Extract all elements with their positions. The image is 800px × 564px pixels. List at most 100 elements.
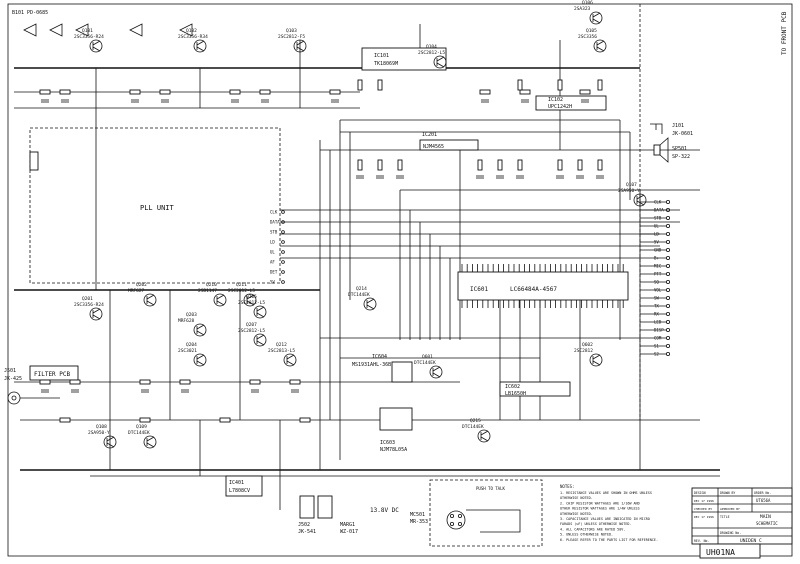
ic604-part: MS1931AHL-36B (352, 362, 391, 368)
transistor-part: 2SC3356-R34 (178, 34, 208, 40)
notes-line: 3. CAPACITANCE VALUES ARE INDICATED IN M… (560, 517, 650, 521)
transistor-part: 2SA323 (574, 6, 591, 12)
title-model: UT656A (756, 498, 771, 503)
j501-ref: J501 (4, 368, 16, 374)
j501-part: JK-425 (4, 376, 22, 382)
pll-pin-dot (281, 210, 285, 214)
bus-pin (666, 303, 671, 308)
title-line-1: MAIN (760, 514, 771, 520)
transistor-ref: Q215 (470, 418, 481, 424)
title-order-label: ORDER No. (754, 491, 771, 495)
ic601-ref: IC601 (470, 286, 488, 293)
ic601-part: LC66484A-4567 (510, 286, 557, 293)
passive-components (23, 23, 604, 423)
transistor-part: 2SA950-Y (618, 188, 640, 194)
ic601: IC601 LC66484A-4567 (457, 271, 629, 301)
title-approved-label: APPROVED BY (720, 507, 740, 511)
bus-pin (666, 287, 671, 292)
title-block: DESIGN DRAWN BY ORDER No. DEC 17 1996 UT… (691, 487, 793, 545)
transistor-part: 2SC3021 (178, 348, 197, 354)
ic401-ref: IC401 (229, 480, 244, 486)
transistor-ref: Q107 (626, 182, 637, 188)
j502-ref: J502 (298, 522, 310, 528)
notes-line: 6. PLEASE REFER TO THE PARTS LIST FOR RE… (560, 538, 658, 542)
pll-pin-label: DET (270, 270, 278, 275)
filter-pcb-block: FILTER PCB (29, 365, 79, 381)
bus-pin (666, 239, 671, 244)
bus-pin (666, 295, 671, 300)
to-front-pcb-label: TO FRONT PCB (781, 11, 788, 55)
transistor-part: MRF627 (128, 288, 145, 294)
ic603-ref: IC603 (380, 440, 395, 446)
title-designed-label: DESIGN (694, 491, 706, 495)
notes-line: 4. ALL CAPACITORS ARE RATED 50V. (560, 527, 625, 531)
transistor-ref: Q204 (186, 342, 197, 348)
title-date-2: DEC 17 1996 (694, 515, 714, 519)
transistor-ref: Q104 (426, 44, 437, 50)
ic603: IC603 NJM78L05A (379, 407, 413, 453)
handwritten-note: UH01NA (699, 543, 761, 559)
speaker-sp501: SP501 SP-322 (653, 137, 690, 163)
title-drawn-label: DRAWN BY (720, 491, 735, 495)
transistor-ref: Q602 (582, 342, 593, 348)
transistor-ref: Q214 (356, 286, 367, 292)
title-rev-label: REV. No. (694, 539, 709, 543)
ic601-pins (461, 264, 624, 308)
filter-pcb-label: FILTER PCB (34, 371, 71, 378)
transistor-part: DTC144EK (128, 430, 150, 436)
transistor-part: 2SC2813-L5 (268, 348, 295, 354)
transistor-ref: Q102 (186, 28, 197, 34)
bus-pin (666, 335, 671, 340)
pll-pin-label: DATA (270, 220, 280, 225)
notes-line: OTHER RESISTOR WATTAGES ARE 1/4W UNLESS (560, 507, 640, 511)
transistor-part: 2SC2812-F5 (278, 34, 305, 40)
notes-block: NOTES: 1. RESISTANCE VALUES ARE SHOWN IN… (560, 484, 658, 542)
bus-pin (666, 279, 671, 284)
ic201-part: NJM4565 (423, 144, 444, 150)
notes-line: FARADS (uF) UNLESS OTHERWISE NOTED. (560, 522, 631, 526)
dc-input-label: 13.8V DC (370, 507, 399, 514)
transistor-part: 2SC2812-L5 (228, 288, 255, 294)
marg1-ref: MARG1 (340, 522, 355, 528)
transistor-ref: Q211 (236, 282, 247, 288)
sheet-border (7, 3, 793, 557)
pll-pin-dot (281, 250, 285, 254)
bus-pin (666, 215, 671, 220)
j101-part: JK-0601 (672, 131, 693, 137)
transistor-ref: Q108 (96, 424, 107, 430)
bus-pin (666, 319, 671, 324)
transistor-ref: Q105 (586, 28, 597, 34)
bus-connector-pins: CLKDATASTBULLD5VGNDB+MICPTTSQVOLSWTXRXLE… (640, 200, 671, 357)
transistor-part: 2SC2812-L5 (418, 50, 445, 56)
pll-pin-dot (281, 270, 285, 274)
transistor-part: 2SC3356 (578, 34, 597, 40)
pll-pin-label: CLK (270, 210, 278, 215)
transistor-ref: Q109 (136, 424, 147, 430)
ic602: IC602 LB1650H (499, 381, 571, 397)
pll-pin-dot (281, 220, 285, 224)
transistor-part: DTC144EK (348, 292, 370, 298)
vertical-wiring (95, 24, 641, 510)
rails (14, 67, 720, 477)
ic102-part: UPC1242H (548, 104, 572, 110)
transistor-part: DTC144EK (462, 424, 484, 430)
sp501-ref: SP501 (672, 146, 687, 152)
title-date-1: DEC 17 1996 (694, 499, 714, 503)
bus-pin (666, 351, 671, 356)
mc501-part: MR-353 (410, 519, 428, 525)
title-company: UNIDEN C (740, 538, 762, 544)
sp501-part: SP-322 (672, 154, 690, 160)
bus-pin (666, 271, 671, 276)
ic603-part: NJM78L05A (380, 447, 407, 453)
pll-pin-label: UL (270, 250, 275, 255)
transistor-ref: Q101 (82, 28, 93, 34)
ic201: IC201 NJM4565 (419, 132, 479, 151)
title-checked-label: CHECKED BY (694, 507, 712, 511)
notes-line: 5. UNLESS OTHERWISE NOTED. (560, 533, 613, 537)
